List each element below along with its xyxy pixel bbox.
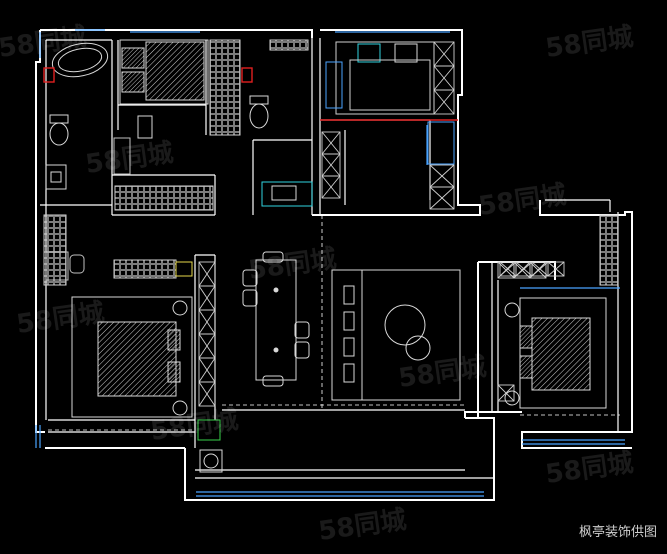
living-sofa <box>331 269 461 401</box>
bathtub <box>51 42 109 78</box>
outer-walls <box>35 29 633 501</box>
appliance-outlines <box>45 137 131 281</box>
toilets <box>49 95 269 146</box>
windows <box>35 29 625 497</box>
cabinet-box <box>429 186 455 210</box>
dashed-lines <box>48 215 620 431</box>
cabinet-box <box>198 381 216 407</box>
bed-left <box>71 296 193 418</box>
sinks <box>45 43 418 207</box>
image-credit: 枫亭装饰供图 <box>578 525 657 540</box>
cabinet-box <box>321 175 341 199</box>
wardrobe-racks <box>43 39 619 286</box>
bed-top <box>119 39 209 105</box>
dining-table <box>242 251 310 387</box>
cabinet-box <box>547 261 565 277</box>
red-accents <box>43 67 458 121</box>
kitchen-counters <box>325 41 455 165</box>
cabinet-columns <box>198 41 565 407</box>
inner-walls <box>40 38 619 479</box>
balcony-appliances <box>175 261 223 473</box>
bed-right <box>504 297 607 409</box>
